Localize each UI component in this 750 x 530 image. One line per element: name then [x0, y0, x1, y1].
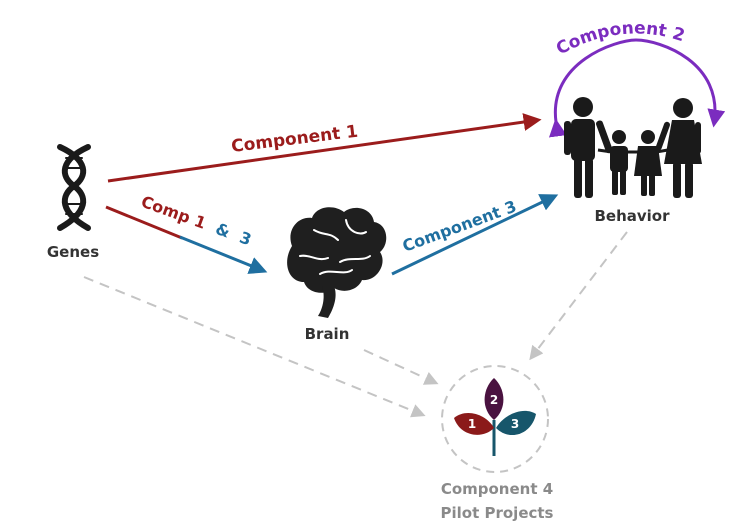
leaf-left-number: 1 [468, 417, 476, 431]
genes-to-pilot-arrow [83, 276, 426, 418]
comp13-arrow-blue [179, 235, 268, 274]
leaf-top [484, 378, 504, 420]
leaf-top-number: 2 [490, 393, 498, 407]
mother-figure [655, 98, 702, 198]
dashed-arrows [83, 231, 628, 418]
boy-figure [610, 130, 628, 195]
leaf-right-number: 3 [511, 417, 519, 431]
behavior-label: Behavior [594, 207, 670, 225]
component1-arrow [107, 113, 542, 183]
comp13-label-part3: 3 [237, 228, 254, 250]
genes-label: Genes [47, 243, 99, 261]
dna-icon [57, 144, 91, 231]
pilot-projects-label: Pilot Projects [441, 504, 554, 522]
girl-figure [634, 130, 662, 196]
component1-label: Component 1 [230, 122, 359, 157]
brain-to-pilot-arrow [363, 349, 439, 385]
leaf-right [496, 410, 536, 436]
leaf-left [454, 413, 494, 435]
comp13-label: Comp 1 & 3 [139, 192, 254, 249]
brain-icon [287, 207, 387, 318]
father-figure [564, 97, 613, 198]
component3-label: Component 3 [400, 197, 519, 256]
comp13-arrow-red [105, 205, 183, 240]
component2-label: Component 2 [553, 18, 687, 59]
brain-label: Brain [305, 325, 350, 343]
comp13-label-amp: & [213, 219, 233, 242]
component4-label: Component 4 [441, 480, 553, 498]
pilot-circle [441, 365, 549, 473]
plant-icon: 2 1 3 [454, 378, 536, 456]
component3-arrow [391, 194, 559, 276]
comp13-label-part1: Comp 1 [139, 192, 209, 233]
behavior-to-pilot-arrow [529, 231, 628, 361]
family-icon [564, 97, 702, 198]
component2-arrow [548, 38, 726, 138]
